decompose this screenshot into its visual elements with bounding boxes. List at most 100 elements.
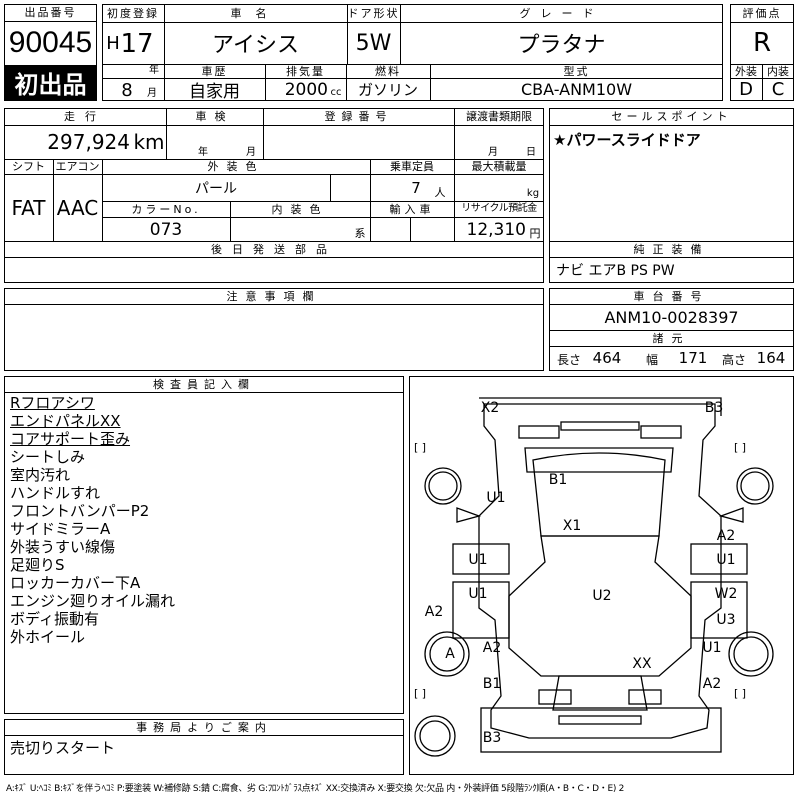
inspector-note-item: 足廻りS xyxy=(10,556,65,574)
inspector-box xyxy=(4,376,404,714)
mileage-unit: km xyxy=(133,130,165,154)
right-mirror xyxy=(718,507,744,523)
door: 5W xyxy=(355,30,392,56)
office-note: 売切りスタート xyxy=(10,738,116,757)
selling-point-label: セールスポイント xyxy=(611,110,732,123)
inspector-note-item: 外装うすい線傷 xyxy=(10,538,116,556)
equipment: ナビ エアB PS PW xyxy=(556,263,675,279)
car-diagram xyxy=(414,397,774,757)
ac-label: エアコン xyxy=(55,160,100,173)
mark-b3-bottom: B3 xyxy=(482,730,502,746)
chassis-number: ANM10-0028397 xyxy=(604,307,739,327)
car-name-label: 車名 xyxy=(230,6,281,20)
mark-u1-left-door: U1 xyxy=(468,552,488,568)
mark-u1-left-front: U1 xyxy=(486,490,506,506)
mark-a2-right-rear: A2 xyxy=(702,676,722,692)
int-color-label: 内装色 xyxy=(271,202,329,216)
spare-wheel xyxy=(414,715,456,757)
width-label: 幅 xyxy=(645,352,658,367)
transfer-month-unit: 月 xyxy=(488,146,498,158)
wheel-front-right xyxy=(736,467,774,505)
color-no-label: カラーNo. xyxy=(131,202,201,216)
mark-b3-top: B3 xyxy=(704,400,724,416)
inspector-note-item: Rフロアシワ xyxy=(10,394,95,412)
mark-x1: X1 xyxy=(562,518,582,534)
fuel: ガソリン xyxy=(357,81,418,99)
interior-score: C xyxy=(771,79,785,100)
mark-w2: W2 xyxy=(714,586,738,602)
left-rear-door xyxy=(452,581,510,639)
left-front-door xyxy=(452,543,510,575)
damage-diagram-box xyxy=(409,376,794,775)
width: 171 xyxy=(678,349,708,367)
inspection-month-unit: 月 xyxy=(246,146,256,158)
lot-number: 90045 xyxy=(8,26,93,59)
inspector-note-item: シートしみ xyxy=(10,448,86,466)
windshield xyxy=(524,447,674,473)
mark-u1-right-rear: U1 xyxy=(702,640,722,656)
inspector-label: 検査員記入欄 xyxy=(153,377,255,391)
bracket-right-lower: [ ] xyxy=(734,686,747,700)
chassis-label: 車台番号 xyxy=(633,289,710,303)
bracket-left-lower: [ ] xyxy=(414,686,427,700)
wheel-rear-right xyxy=(728,631,774,677)
transfer-day-unit: 日 xyxy=(526,146,536,158)
notes-box xyxy=(4,288,544,371)
chassis-box xyxy=(549,288,794,371)
mark-u1-left-rear-door: U1 xyxy=(468,586,488,602)
year-unit: 年 xyxy=(149,64,159,76)
lot-number-box xyxy=(4,4,97,101)
inspector-note-item: ボディ振動有 xyxy=(10,610,99,628)
mark-a2-left-rear: A2 xyxy=(482,640,502,656)
legend-footer: A:ｷｽﾞ U:ﾍｺﾐ B:ｷｽﾞを伴うﾍｺﾐ P:要塗装 W:補修跡 S:錆 … xyxy=(6,784,625,794)
capacity-label: 乗車定員 xyxy=(390,160,434,173)
recycle: 12,310 xyxy=(466,220,526,240)
color-no: 073 xyxy=(149,219,183,240)
right-rear-door xyxy=(690,581,748,639)
rear-window xyxy=(552,675,648,711)
later-parts-box xyxy=(4,241,544,283)
era: H xyxy=(106,32,120,54)
door-label: ドア形状 xyxy=(347,6,400,20)
month-unit: 月 xyxy=(147,87,157,99)
mark-b1-roof: B1 xyxy=(548,472,568,488)
height-label: 高さ xyxy=(721,352,746,367)
mark-a-wheel: A xyxy=(445,646,455,662)
mileage: 297,924 xyxy=(47,130,130,154)
header-main-box xyxy=(102,4,723,101)
displacement-label: 排気量 xyxy=(286,64,325,78)
score: R xyxy=(752,28,772,58)
office-box xyxy=(4,719,404,775)
score-label: 評価点 xyxy=(742,6,782,20)
bracket-right-upper: [ ] xyxy=(734,440,747,454)
mark-a2-right-front: A2 xyxy=(716,528,736,544)
mark-u3: U3 xyxy=(716,612,736,628)
history: 自家用 xyxy=(189,82,240,102)
length-label: 長さ xyxy=(556,352,581,367)
month: 8 xyxy=(121,79,133,101)
inspector-note-item: ロッカーカバー下A xyxy=(10,574,141,592)
fuel-label: 燃料 xyxy=(375,64,401,78)
year: 17 xyxy=(120,29,154,59)
lot-number-label: 出品番号 xyxy=(4,4,97,22)
dims-label: 諸元 xyxy=(652,331,691,345)
mark-u1-right-door: U1 xyxy=(716,552,736,568)
import-label: 輸入車 xyxy=(389,202,435,216)
grade-label: グレード xyxy=(519,6,604,20)
wheel-rear-left xyxy=(424,631,470,677)
right-front-door xyxy=(690,543,748,575)
notes-label: 注意事項欄 xyxy=(226,289,322,303)
capacity: 7 xyxy=(411,179,421,197)
mark-b1-rear: B1 xyxy=(482,676,502,692)
ac: AAC xyxy=(56,196,99,220)
mileage-label: 走行 xyxy=(64,110,106,123)
mark-u2: U2 xyxy=(592,588,612,604)
transfer-label: 譲渡書類期限 xyxy=(466,110,532,123)
exterior-label: 外装 xyxy=(735,64,757,78)
interior-label: 内装 xyxy=(767,64,789,78)
history-label: 車歴 xyxy=(201,64,228,78)
bracket-left-upper: [ ] xyxy=(414,440,427,454)
load-label: 最大積載量 xyxy=(471,160,527,173)
rear-panel xyxy=(480,707,722,753)
